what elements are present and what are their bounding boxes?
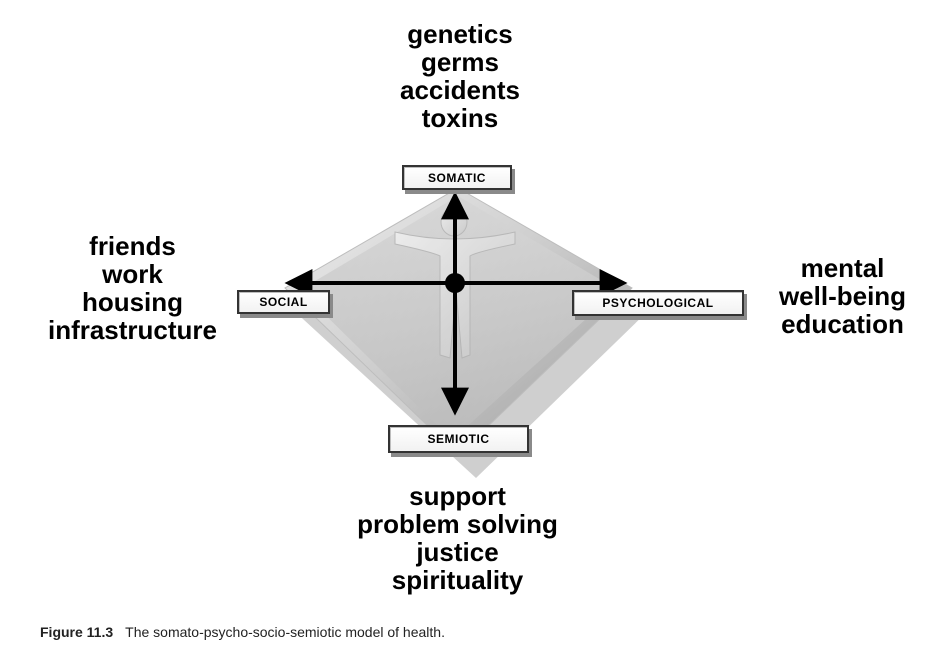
psychological-factor: well-being	[778, 281, 907, 311]
semiotic-factor: justice	[416, 537, 499, 567]
somatic-factor: accidents	[400, 75, 520, 105]
somatic-factors: genetics germs accidents toxins	[375, 20, 545, 132]
social-factor: friends	[89, 231, 176, 261]
social-factors: friends work housing infrastructure	[30, 232, 235, 344]
figure-caption: Figure 11.3 The somato-psycho-socio-semio…	[40, 624, 445, 640]
somatic-factor: germs	[420, 47, 500, 77]
caption-text: The somato-psycho-socio-semiotic model o…	[125, 624, 445, 640]
semiotic-factor: problem solving	[357, 509, 558, 539]
center-dot	[445, 273, 465, 293]
semiotic-factor: support	[409, 481, 506, 511]
semiotic-factors: support problem solving justice spiritua…	[330, 482, 585, 594]
psychological-factor: mental	[800, 253, 885, 283]
psychological-factor: education	[781, 309, 904, 339]
psychological-factors: mental well-being education	[760, 254, 925, 338]
social-factor: housing	[81, 287, 184, 317]
somatic-factor: genetics	[407, 19, 513, 49]
semiotic-label: SEMIOTIC	[388, 425, 529, 453]
somatic-label: SOMATIC	[402, 165, 512, 190]
psychological-label: PSYCHOLOGICAL	[572, 290, 744, 316]
social-factor: infrastructure	[47, 315, 218, 345]
social-label: SOCIAL	[237, 290, 330, 314]
figure-number: Figure 11.3	[40, 624, 114, 640]
somatic-factor: toxins	[421, 103, 499, 133]
semiotic-factor: spirituality	[391, 565, 524, 595]
social-factor: work	[102, 259, 163, 289]
